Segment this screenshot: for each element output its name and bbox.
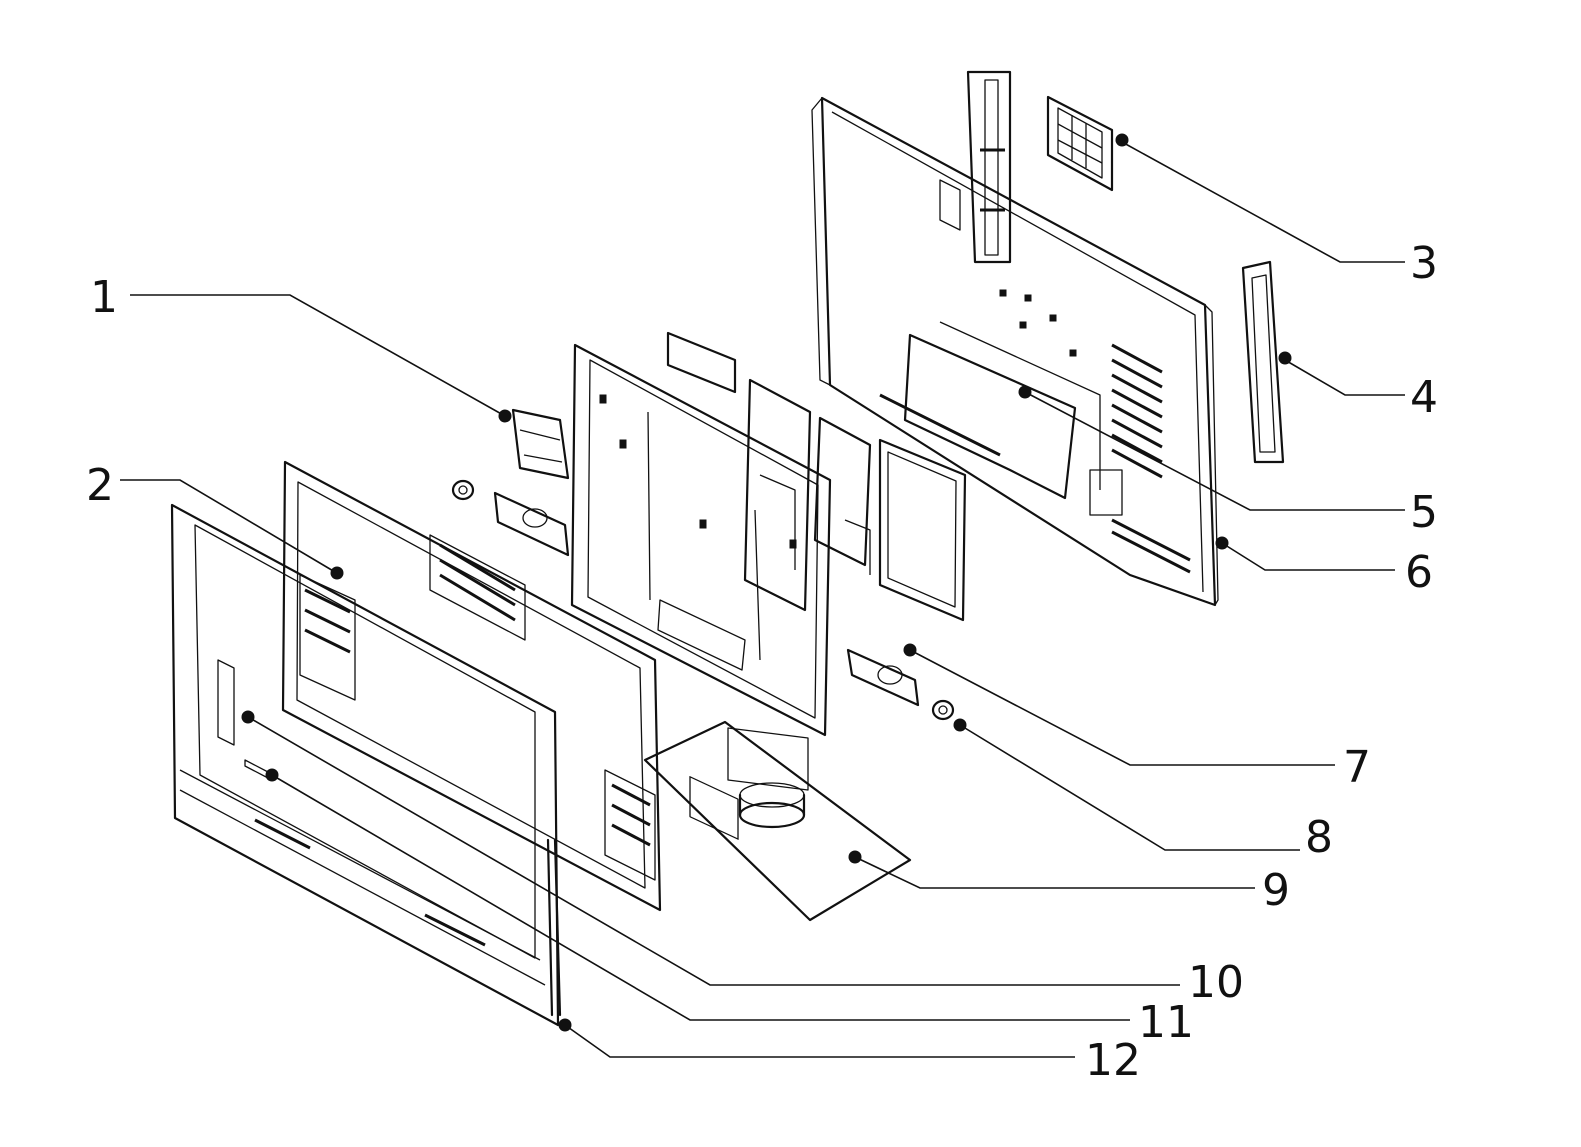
callout-dots bbox=[241, 133, 1292, 1032]
callout-dot-4 bbox=[1278, 351, 1292, 365]
callout-dot-11 bbox=[265, 768, 279, 782]
rear-cabinet-vents bbox=[879, 343, 1191, 574]
front-bezel bbox=[170, 503, 560, 1027]
callout-dot-5 bbox=[1018, 385, 1032, 399]
knob-left bbox=[451, 479, 475, 501]
callout-label-8: 8 bbox=[1305, 812, 1333, 863]
callout-label-9: 9 bbox=[1262, 865, 1290, 916]
callout-dot-1 bbox=[498, 409, 512, 423]
speaker-right bbox=[846, 648, 920, 707]
callout-label-5: 5 bbox=[1410, 487, 1438, 538]
main-pcb bbox=[743, 378, 812, 612]
pcb-small bbox=[666, 331, 737, 394]
speaker-bracket-left bbox=[511, 408, 570, 480]
callout-dot-8 bbox=[953, 718, 967, 732]
callout-label-2: 2 bbox=[86, 460, 114, 511]
main-chassis bbox=[570, 343, 832, 840]
callout-dot-7 bbox=[903, 643, 917, 657]
power-pcb bbox=[813, 416, 872, 575]
callout-label-4: 4 bbox=[1410, 372, 1438, 423]
stand-base bbox=[643, 720, 912, 922]
callout-label-7: 7 bbox=[1343, 742, 1371, 793]
side-bracket bbox=[1241, 260, 1285, 464]
callout-dot-12 bbox=[558, 1018, 572, 1032]
knob-right bbox=[931, 699, 955, 721]
callout-label-11: 11 bbox=[1138, 997, 1194, 1048]
rear-panel-box bbox=[878, 438, 967, 622]
speaker-left bbox=[493, 491, 570, 557]
callout-labels: 1 2 3 4 5 6 7 8 9 10 11 12 bbox=[86, 238, 1438, 1086]
grille-plate bbox=[1046, 95, 1114, 192]
rear-cabinet bbox=[811, 96, 1219, 607]
callout-dot-6 bbox=[1215, 536, 1229, 550]
callout-dot-2 bbox=[330, 566, 344, 580]
callout-label-10: 10 bbox=[1188, 957, 1244, 1008]
vertical-bracket bbox=[966, 70, 1012, 264]
callout-label-3: 3 bbox=[1410, 238, 1438, 289]
callout-label-12: 12 bbox=[1085, 1035, 1141, 1086]
cable bbox=[546, 838, 562, 1017]
leader-lines bbox=[120, 141, 1405, 1058]
callout-dot-9 bbox=[848, 850, 862, 864]
callout-dot-10 bbox=[241, 710, 255, 724]
lcd-panel-frame bbox=[281, 460, 662, 912]
callout-label-6: 6 bbox=[1405, 547, 1433, 598]
callout-label-1: 1 bbox=[90, 272, 118, 323]
callout-dot-3 bbox=[1115, 133, 1129, 147]
